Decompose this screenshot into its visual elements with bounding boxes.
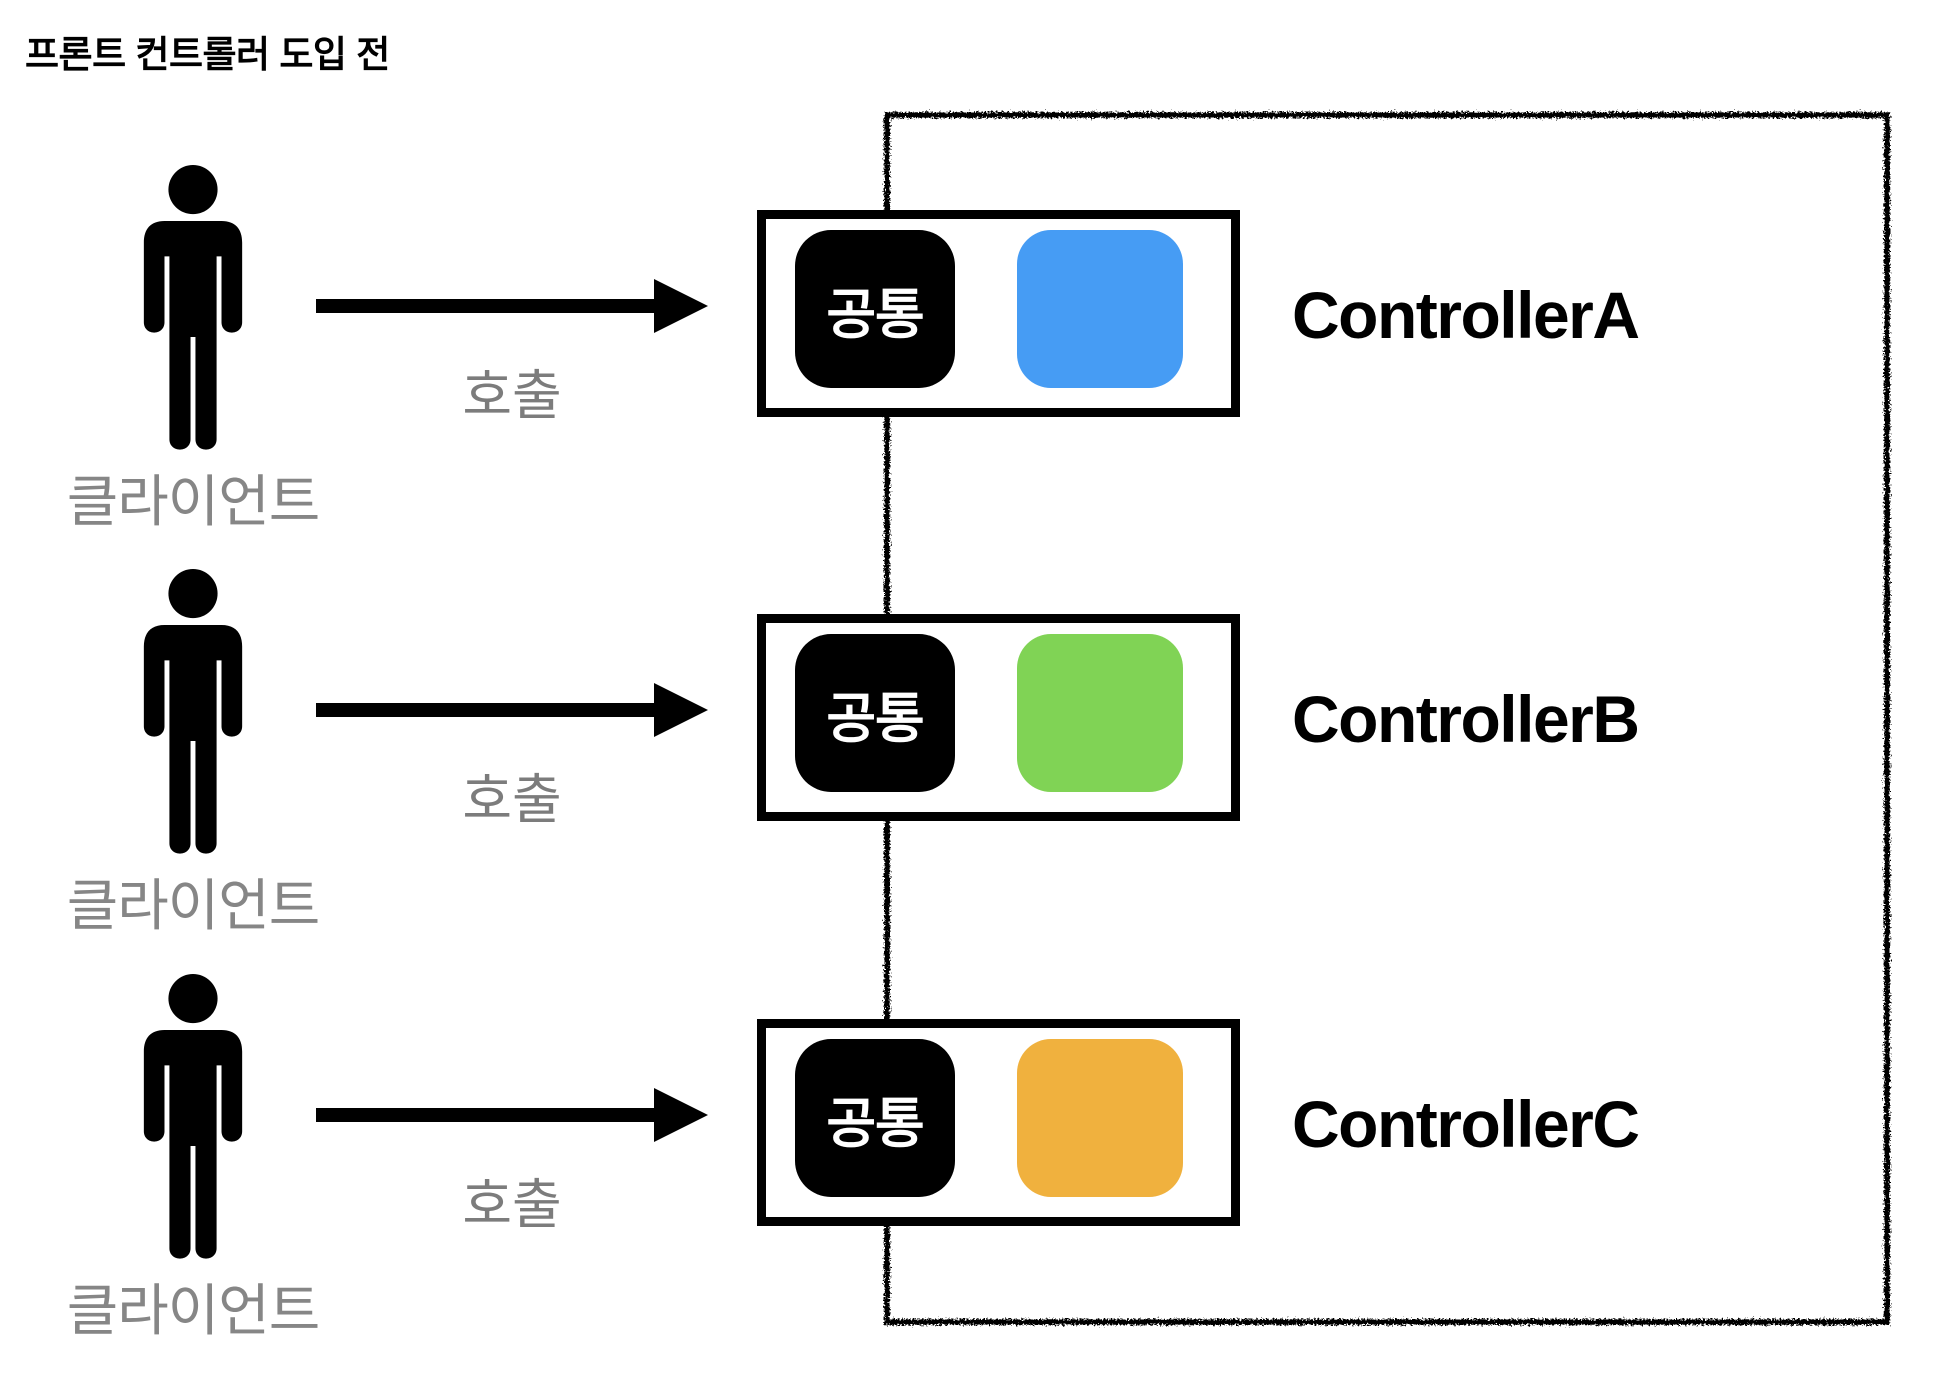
- controller-a-label: ControllerA: [1292, 278, 1640, 352]
- call-arrow-head-icon: [654, 279, 708, 333]
- call-arrow-head-icon: [654, 683, 708, 737]
- specific-logic-chip-blue: [1017, 230, 1183, 388]
- call-arrow: [316, 299, 656, 313]
- controller-a-box: 공통: [757, 210, 1240, 417]
- client-person-icon: [143, 165, 243, 450]
- controller-c-label: ControllerC: [1292, 1087, 1640, 1161]
- specific-logic-chip-green: [1017, 634, 1183, 792]
- client-label: 클라이언트: [66, 1279, 321, 1342]
- client-label: 클라이언트: [66, 470, 321, 533]
- controller-b-box: 공통: [757, 614, 1240, 821]
- client-label: 클라이언트: [66, 874, 321, 937]
- page-title: 프론트 컨트롤러 도입 전: [25, 34, 390, 75]
- call-arrow: [316, 1108, 656, 1122]
- common-logic-chip: 공통: [795, 230, 955, 388]
- controller-c-box: 공통: [757, 1019, 1240, 1226]
- call-label: 호출: [462, 1175, 562, 1235]
- client-person-icon: [143, 974, 243, 1259]
- call-label: 호출: [462, 770, 562, 830]
- call-label: 호출: [462, 366, 562, 426]
- specific-logic-chip-orange: [1017, 1039, 1183, 1197]
- common-logic-chip: 공통: [795, 1039, 955, 1197]
- controller-b-label: ControllerB: [1292, 682, 1640, 756]
- call-arrow-head-icon: [654, 1088, 708, 1142]
- client-person-icon: [143, 569, 243, 854]
- common-logic-chip: 공통: [795, 634, 955, 792]
- call-arrow: [316, 703, 656, 717]
